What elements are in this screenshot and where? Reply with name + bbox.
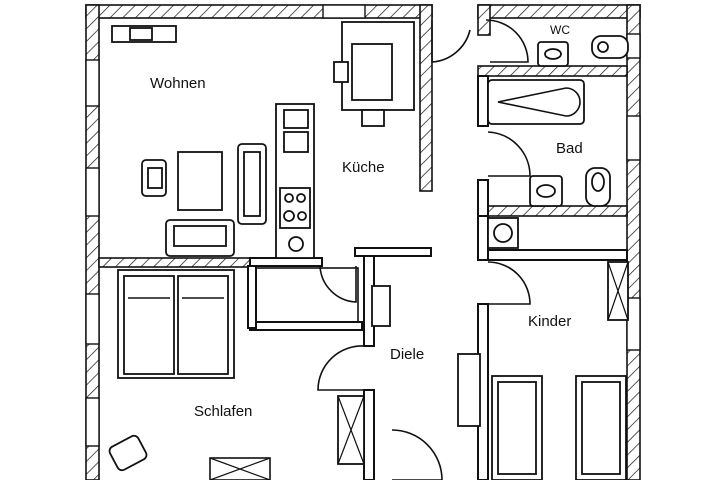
sofa-right-seat bbox=[243, 151, 261, 217]
hall-cabinet bbox=[371, 285, 391, 327]
wall-diele-left-lower bbox=[363, 389, 375, 481]
kitchen-appliance bbox=[288, 236, 304, 252]
stove-burner-2 bbox=[296, 193, 306, 203]
wall-wohnen-schlafen bbox=[98, 257, 252, 268]
dining-table bbox=[351, 43, 393, 101]
door-schlafen bbox=[317, 345, 365, 391]
bad-toilet-bowl bbox=[591, 172, 605, 192]
wall-top-left bbox=[85, 4, 433, 19]
wall-closet-bottom bbox=[249, 321, 363, 331]
kitchen-furniture bbox=[275, 21, 415, 259]
room-label-kinder: Kinder bbox=[528, 313, 571, 330]
window-left-4 bbox=[85, 397, 100, 447]
wall-kitchen-right bbox=[419, 4, 433, 192]
kitchen-stove bbox=[279, 187, 311, 229]
door-entrance bbox=[431, 20, 471, 63]
sofa-bottom-seat bbox=[173, 225, 227, 247]
room-label-bad: Bad bbox=[556, 140, 583, 157]
hall-shelf bbox=[457, 353, 481, 427]
door-bad bbox=[487, 131, 531, 177]
kitchen-counter bbox=[275, 103, 315, 259]
wall-bad-storage bbox=[477, 205, 628, 217]
window-top bbox=[322, 4, 366, 19]
window-left-1 bbox=[85, 59, 100, 107]
door-wc bbox=[485, 19, 529, 63]
wc-sink-bowl bbox=[544, 48, 562, 60]
stove-burner-3 bbox=[283, 210, 295, 222]
armchair-seat bbox=[147, 167, 163, 189]
room-label-kueche: Küche bbox=[342, 159, 385, 176]
wall-top-right bbox=[477, 4, 641, 19]
bathtub bbox=[487, 79, 585, 125]
living-furniture bbox=[111, 25, 267, 257]
room-label-wohnen: Wohnen bbox=[150, 75, 206, 92]
kitchen-shelf bbox=[283, 109, 309, 129]
window-right-3 bbox=[626, 297, 641, 351]
window-right-1 bbox=[626, 33, 641, 59]
room-label-schlafen: Schlafen bbox=[194, 403, 252, 420]
wall-kueche-bottom bbox=[354, 247, 432, 257]
stove-burner-4 bbox=[297, 211, 307, 221]
window-left-2 bbox=[85, 167, 100, 217]
bedroom-furniture bbox=[108, 269, 365, 472]
window-left-3 bbox=[85, 293, 100, 345]
door-closet bbox=[319, 265, 357, 303]
wall-bad-left-bottom bbox=[477, 179, 489, 217]
kids-bed-left-mattress bbox=[497, 381, 537, 475]
wall-bad-left-top bbox=[477, 75, 489, 127]
door-bottom bbox=[391, 429, 443, 481]
wall-wc-bad bbox=[477, 65, 628, 77]
bathtub-basin bbox=[497, 87, 581, 117]
dining-chair-bottom bbox=[361, 109, 385, 127]
interior-walls bbox=[98, 4, 628, 481]
wall-closet-left bbox=[247, 265, 257, 329]
kitchen-sink bbox=[283, 131, 309, 153]
dining-chair-left bbox=[333, 61, 349, 83]
exterior-walls bbox=[85, 4, 641, 481]
bedroom-chair bbox=[108, 434, 148, 472]
bed-right bbox=[177, 275, 229, 375]
wc-toilet-bowl bbox=[597, 41, 609, 53]
wall-storage-left bbox=[477, 215, 489, 261]
wall-storage-kinder bbox=[477, 249, 628, 261]
room-label-wc: WC bbox=[550, 23, 570, 37]
window-right-2 bbox=[626, 115, 641, 161]
bed-left bbox=[123, 275, 175, 375]
wall-closet-top bbox=[249, 257, 323, 267]
coffee-table bbox=[177, 151, 223, 211]
wall-right bbox=[626, 4, 641, 481]
room-label-diele: Diele bbox=[390, 346, 424, 363]
hall-kids-furniture bbox=[371, 261, 629, 481]
door-kinder bbox=[487, 261, 531, 305]
bathroom-fixtures bbox=[487, 35, 629, 207]
kids-bed-right-mattress bbox=[581, 381, 621, 475]
closet bbox=[251, 267, 359, 327]
stove-burner-1 bbox=[284, 193, 294, 203]
doors bbox=[317, 19, 531, 481]
boiler-circle bbox=[493, 223, 513, 243]
tv bbox=[129, 27, 153, 41]
bad-sink-bowl bbox=[536, 184, 556, 198]
